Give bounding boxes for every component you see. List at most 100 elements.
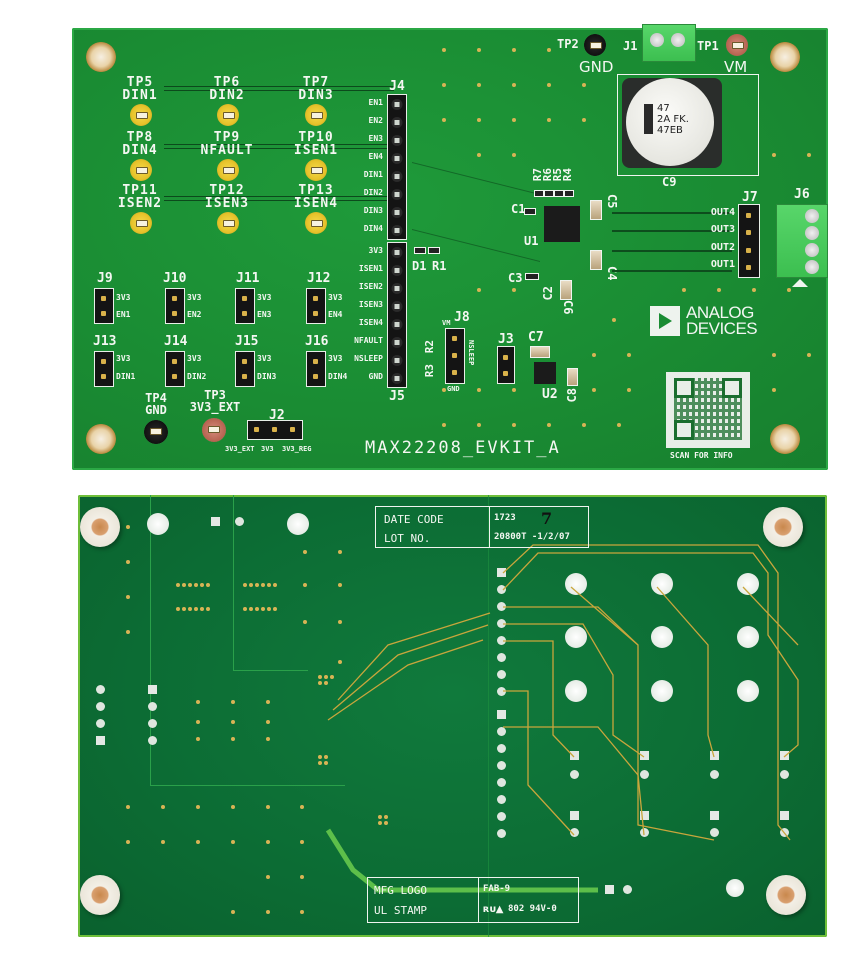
jumper-j14[interactable]: [165, 351, 185, 387]
qr-caption: SCAN FOR INFO: [670, 451, 733, 460]
header-j3[interactable]: [497, 346, 515, 384]
j5-pin-3v3: 3V3: [368, 246, 383, 255]
j13-label: J13: [93, 334, 117, 349]
u1-label: U1: [524, 234, 539, 248]
board-title: MAX22208_EVKIT_A: [365, 438, 561, 458]
capacitor-c5: [590, 200, 602, 220]
qr-code[interactable]: [666, 372, 750, 448]
pad-tp6-back: [651, 680, 673, 702]
j10-bottom-label: EN2: [187, 310, 202, 319]
tp8-label: TP8: [126, 130, 154, 145]
test-point-tp6[interactable]: [217, 104, 239, 126]
pad-tp12-back: [651, 573, 673, 595]
c7-label: C7: [528, 330, 544, 345]
date-lot-table: DATE CODE LOT NO. 1723 20800T -1/2/07 7: [375, 506, 589, 548]
ul-stamp-label: UL STAMP: [374, 904, 427, 917]
c9-marking-line1: 47: [657, 103, 670, 114]
header-j7[interactable]: [738, 204, 760, 278]
header-j5[interactable]: [387, 242, 407, 388]
j4-label: J4: [389, 79, 405, 94]
tp7-label: TP7: [302, 75, 330, 90]
resistor-r7: [534, 190, 544, 197]
j14-bottom-label: DIN2: [187, 372, 207, 381]
j4-pin-en2: EN2: [368, 116, 383, 125]
j5-pin-isen1: ISEN1: [358, 264, 383, 273]
tp6-label: TP6: [213, 75, 241, 90]
test-point-tp2[interactable]: [584, 34, 606, 56]
pad-j2-pin1: [211, 517, 220, 526]
plane-edge-5: [488, 495, 489, 937]
test-point-tp13[interactable]: [305, 212, 327, 234]
header-j8[interactable]: [445, 328, 465, 384]
jumper-j10[interactable]: [165, 288, 185, 324]
c9-outline: [617, 74, 759, 176]
chip-u1: [544, 206, 580, 242]
plane-edge-2: [150, 785, 345, 786]
j2-pin-3v3-reg: 3V3_REG: [282, 445, 312, 453]
tp3-signal: 3V3_EXT: [189, 400, 241, 414]
j16-bottom-label: DIN4: [328, 372, 348, 381]
test-point-tp1[interactable]: [726, 34, 748, 56]
jumper-j16[interactable]: [306, 351, 326, 387]
jumper-j12[interactable]: [306, 288, 326, 324]
standoff-bottom-left: [80, 875, 120, 915]
pad-sq-bottom: [605, 885, 614, 894]
j10-top-label: 3V3: [187, 293, 202, 302]
header-j2[interactable]: [247, 420, 303, 440]
mfg-logo-value: FAB-9: [483, 884, 511, 894]
j5-pin-gnd: GND: [368, 372, 383, 381]
tp12-label: TP12: [209, 183, 245, 198]
jumper-j9[interactable]: [94, 288, 114, 324]
tp5-label: TP5: [126, 75, 154, 90]
j13-bottom-label: DIN1: [116, 372, 136, 381]
c4-label: C4: [605, 266, 619, 281]
pad-white-bottom: [726, 879, 744, 897]
handwritten-mark: 7: [541, 509, 553, 528]
test-point-tp12[interactable]: [217, 212, 239, 234]
tp2-signal: GND: [579, 58, 614, 76]
jumper-j11[interactable]: [235, 288, 255, 324]
test-point-tp3[interactable]: [202, 418, 226, 442]
jumper-j13[interactable]: [94, 351, 114, 387]
j5-pin-nfault: NFAULT: [354, 336, 383, 345]
terminal-block-j6[interactable]: [776, 204, 828, 278]
j5-pin-isen3: ISEN3: [358, 300, 383, 309]
trace-isen: [164, 144, 394, 149]
d1-label: D1: [412, 259, 427, 273]
j14-label: J14: [164, 334, 188, 349]
tp11-label: TP11: [122, 183, 158, 198]
pin1-marker-icon: [792, 279, 808, 287]
test-point-tp5[interactable]: [130, 104, 152, 126]
tp4-signal: GND: [145, 403, 167, 417]
test-point-tp7[interactable]: [305, 104, 327, 126]
j5-pin-isen2: ISEN2: [358, 282, 383, 291]
j5-pin-nsleep: NSLEEP: [354, 354, 383, 363]
j8-vm-label: VM: [442, 319, 451, 327]
standoff-bottom-right: [766, 875, 806, 915]
j10-label: J10: [163, 271, 187, 286]
test-point-tp8[interactable]: [130, 159, 152, 181]
tp13-signal: ISEN4: [293, 196, 339, 211]
resistor-r1: [428, 247, 440, 254]
header-j4[interactable]: [387, 94, 407, 240]
tp13-label: TP13: [298, 183, 334, 198]
jumper-j15[interactable]: [235, 351, 255, 387]
brand-name: ANALOG DEVICES: [686, 304, 758, 337]
capacitor-c6: [560, 280, 572, 300]
test-point-tp4[interactable]: [144, 420, 168, 444]
trace-outputs: [612, 212, 732, 272]
j7-pin-out3: OUT3: [710, 224, 735, 235]
mounting-hole-bottom-left: [86, 424, 116, 454]
capacitor-c1: [524, 208, 536, 215]
tp8-signal: DIN4: [122, 143, 158, 158]
test-point-tp11[interactable]: [130, 212, 152, 234]
resistor-r6: [544, 190, 554, 197]
tp12-signal: ISEN3: [204, 196, 250, 211]
test-point-tp10[interactable]: [305, 159, 327, 181]
tp9-signal: NFAULT: [200, 143, 254, 158]
j5-label: J5: [389, 389, 405, 404]
j13-top-label: 3V3: [116, 354, 131, 363]
test-point-tp9[interactable]: [217, 159, 239, 181]
terminal-block-j1[interactable]: [642, 24, 696, 62]
j4-pin-en3: EN3: [368, 134, 383, 143]
